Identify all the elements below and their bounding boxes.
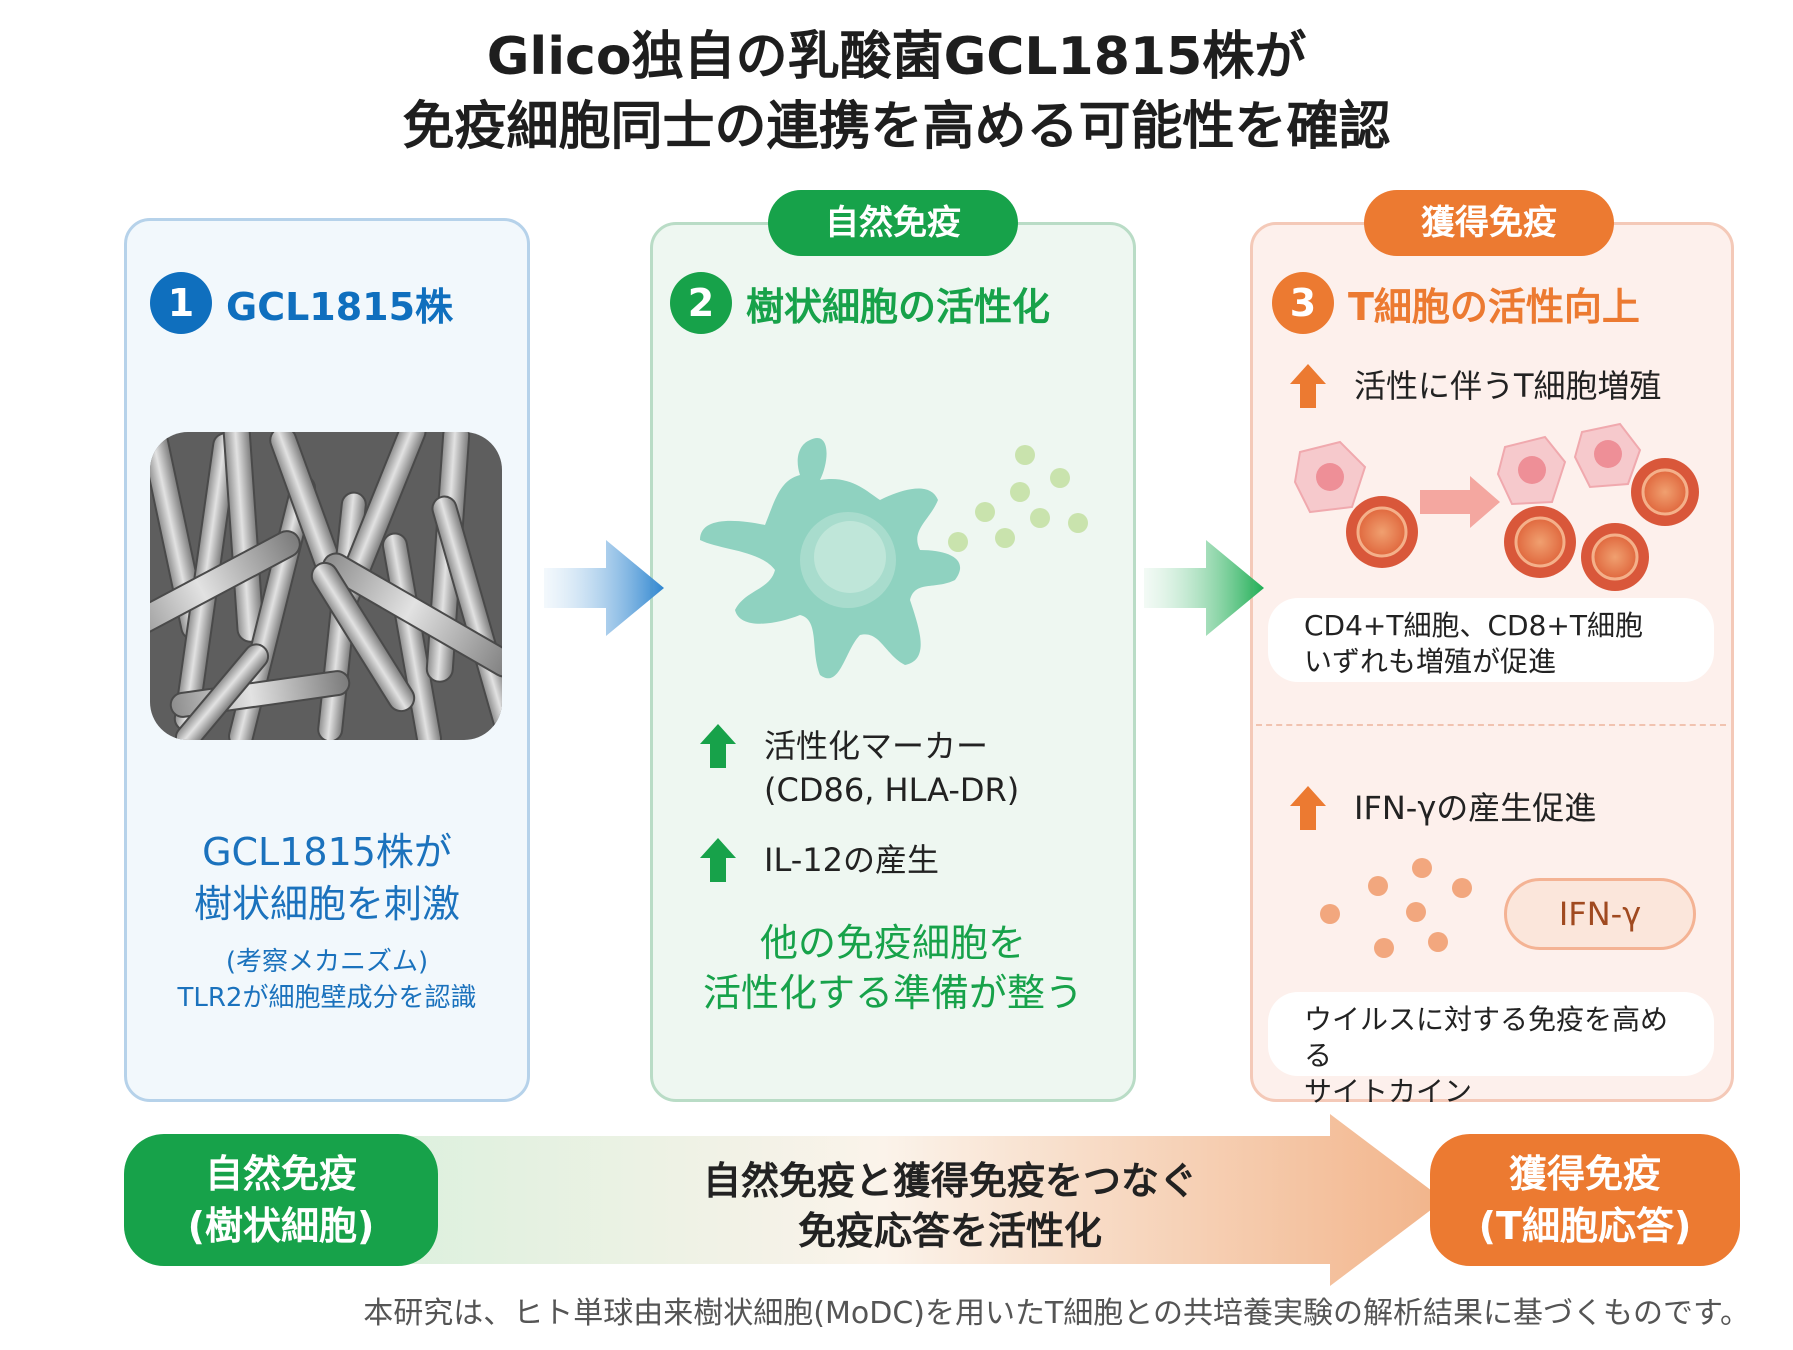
title-line-2: 免疫細胞同士の連携を高める可能性を確認 bbox=[402, 97, 1391, 157]
title-line-1: Glico独自の乳酸菌GCL1815株が bbox=[486, 27, 1307, 87]
antiviral-cytokine-note: ウイルスに対する免疫を高める サイトカイン bbox=[1268, 992, 1714, 1108]
acquired-immunity-badge: 獲得免疫 bbox=[1364, 190, 1614, 256]
up-arrow-green-icon bbox=[700, 724, 736, 768]
panel-divider bbox=[1256, 724, 1726, 726]
activation-marker-item: 活性化マーカー (CD86, HLA-DR) bbox=[700, 724, 1019, 812]
step-2-heading: 2 樹状細胞の活性化 bbox=[670, 272, 1050, 334]
flow-center-line-2: 免疫応答を活性化 bbox=[797, 1209, 1102, 1253]
activation-marker-text: 活性化マーカー (CD86, HLA-DR) bbox=[764, 724, 1019, 812]
t-cell-proliferation-item: 活性に伴うT細胞増殖 bbox=[1290, 364, 1662, 408]
marker-line-1: 活性化マーカー bbox=[764, 727, 989, 765]
step-2-number: 2 bbox=[670, 272, 732, 334]
flow-right-line-2: (T細胞応答) bbox=[1478, 1204, 1692, 1248]
ifn-promotion-item: IFN-γの産生促進 bbox=[1290, 786, 1596, 830]
up-arrow-orange-icon bbox=[1290, 786, 1326, 830]
flow-center-line-1: 自然免疫と獲得免疫をつなぐ bbox=[702, 1159, 1197, 1203]
marker-line-2: (CD86, HLA-DR) bbox=[764, 771, 1020, 809]
page-title: Glico独自の乳酸菌GCL1815株が 免疫細胞同士の連携を高める可能性を確認 bbox=[0, 22, 1793, 162]
ifn-gamma-label: IFN-γ bbox=[1504, 878, 1696, 950]
virus-line-1: ウイルスに対する免疫を高める bbox=[1304, 1003, 1669, 1072]
bacteria-micrograph-image bbox=[150, 432, 502, 740]
flow-left-line-1: 自然免疫 bbox=[204, 1152, 357, 1196]
step-1-number: 1 bbox=[150, 272, 212, 334]
cd4-cd8-note: CD4+T細胞、CD8+T細胞 いずれも増殖が促進 bbox=[1268, 598, 1714, 682]
cd-line-2: いずれも増殖が促進 bbox=[1304, 645, 1557, 678]
virus-line-2: サイトカイン bbox=[1304, 1075, 1473, 1108]
p1-main-line-1: GCL1815株が bbox=[202, 830, 452, 874]
step-2-label: 樹状細胞の活性化 bbox=[746, 284, 1051, 329]
innate-immunity-endpoint: 自然免疫 (樹状細胞) bbox=[124, 1134, 438, 1266]
flow-left-line-2: (樹状細胞) bbox=[187, 1204, 375, 1248]
ifn-promotion-text: IFN-γの産生促進 bbox=[1354, 789, 1597, 827]
p2-main-line-1: 他の免疫細胞を bbox=[759, 921, 1026, 965]
cytokine-dots-illustration bbox=[1320, 858, 1472, 958]
footnote: 本研究は、ヒト単球由来樹状細胞(MoDC)を用いたT細胞との共培養実験の解析結果… bbox=[363, 1296, 1750, 1331]
step-1-heading: 1 GCL1815株 bbox=[150, 272, 453, 334]
flow-right-line-1: 獲得免疫 bbox=[1508, 1152, 1661, 1196]
arrow-right-blue-icon bbox=[544, 540, 664, 636]
step-1-label: GCL1815株 bbox=[226, 284, 454, 329]
step-3-label: T細胞の活性向上 bbox=[1348, 284, 1640, 329]
panel-dendritic-cell bbox=[650, 222, 1136, 1102]
innate-to-acquired-flow-arrow bbox=[324, 1114, 1444, 1286]
t-cell-proliferation-illustration bbox=[1293, 422, 1699, 591]
p2-main-line-2: 活性化する準備が整う bbox=[702, 971, 1083, 1015]
acquired-immunity-endpoint: 獲得免疫 (T細胞応答) bbox=[1430, 1134, 1740, 1266]
arrow-right-green-icon bbox=[1144, 540, 1264, 636]
p1-sub-line-1: (考察メカニズム) bbox=[225, 947, 429, 977]
p1-sub-line-2: TLR2が細胞壁成分を認識 bbox=[177, 983, 477, 1013]
dc-ready-text: 他の免疫細胞を 活性化する準備が整う bbox=[650, 918, 1136, 1018]
il12-text: IL-12の産生 bbox=[764, 841, 939, 879]
step-3-number: 3 bbox=[1272, 272, 1334, 334]
up-arrow-orange-icon bbox=[1290, 364, 1326, 408]
innate-immunity-badge: 自然免疫 bbox=[768, 190, 1018, 256]
step-3-heading: 3 T細胞の活性向上 bbox=[1272, 272, 1640, 334]
up-arrow-green-icon bbox=[700, 838, 736, 882]
gcl-stimulates-dc-text: GCL1815株が 樹状細胞を刺激 bbox=[124, 826, 530, 930]
mechanism-note: (考察メカニズム) TLR2が細胞壁成分を認識 bbox=[124, 944, 530, 1016]
p1-main-line-2: 樹状細胞を刺激 bbox=[193, 882, 460, 926]
t-cell-proliferation-text: 活性に伴うT細胞増殖 bbox=[1354, 367, 1662, 405]
cd-line-1: CD4+T細胞、CD8+T細胞 bbox=[1304, 609, 1643, 642]
il12-item: IL-12の産生 bbox=[700, 838, 939, 882]
flow-center-text: 自然免疫と獲得免疫をつなぐ 免疫応答を活性化 bbox=[560, 1156, 1340, 1256]
dendritic-cell-illustration bbox=[700, 438, 1088, 679]
